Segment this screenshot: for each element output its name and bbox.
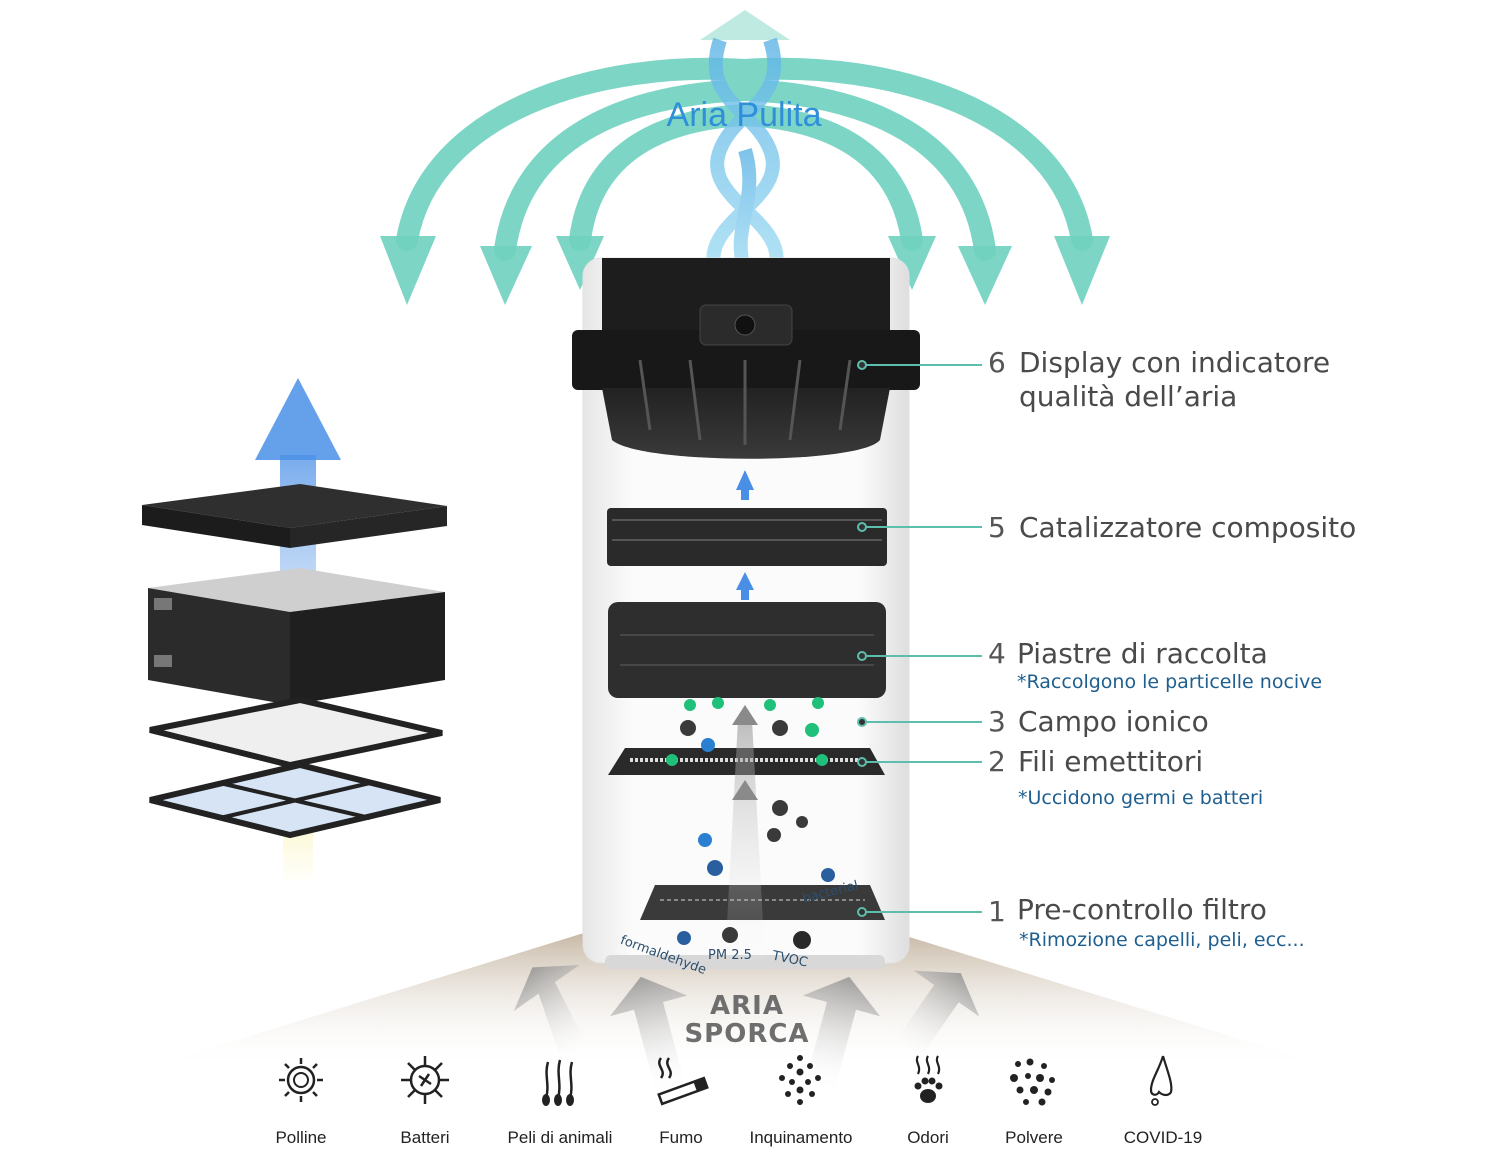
component-2-note: *Uccidono germi e batteri	[1018, 787, 1264, 809]
component-2-number: 2	[988, 745, 1006, 778]
dirty-air-line2: SPORCA	[684, 1019, 810, 1049]
component-4-note: *Raccolgono le particelle nocive	[1017, 671, 1323, 693]
pollen-icon	[279, 1058, 323, 1102]
purifier-feet	[605, 955, 885, 969]
dust-icon	[1010, 1058, 1055, 1106]
floor-shadow	[140, 928, 1340, 1070]
component-4-number: 4	[988, 637, 1006, 670]
pollutant-label-dust: Polvere	[1005, 1128, 1063, 1147]
dirty-air-label: ARIA SPORCA	[640, 992, 854, 1048]
clean-air-arrows	[396, 57, 1093, 261]
leader-lines	[857, 360, 982, 917]
component-1-number: 1	[988, 895, 1006, 928]
component-6-number: 6	[988, 346, 1006, 379]
airflow-inner-arrows	[725, 470, 765, 960]
pollutant-label-odor: Odori	[907, 1128, 949, 1147]
component-1-note: *Rimozione capelli, peli, ecc...	[1019, 929, 1305, 951]
component-5-title: Catalizzatore composito	[1019, 511, 1357, 544]
catalyst-layer	[607, 508, 887, 566]
pollutant-label-covid: COVID-19	[1123, 1128, 1203, 1147]
virus-nose-icon	[1149, 1055, 1173, 1106]
odor-icon	[914, 1055, 943, 1103]
pollutant-label-smoke: Fumo	[659, 1128, 703, 1147]
pre-filter	[640, 885, 885, 920]
dirty-air-line1: ARIA	[710, 991, 784, 1021]
component-2-title: Fili emettitori	[1018, 745, 1204, 778]
pollutant-label-bacteria: Batteri	[400, 1128, 450, 1147]
clean-air-title: Aria Pulita	[666, 96, 822, 134]
clean-air-arrowheads	[380, 10, 1110, 305]
pollutant-label-animal-hair: Peli di animali	[507, 1128, 613, 1147]
component-3-title: Campo ionico	[1018, 705, 1209, 738]
pm25-label: PM 2.5	[708, 948, 752, 963]
component-4-title: Piastre di raccolta	[1017, 637, 1268, 670]
component-5-number: 5	[988, 511, 1006, 544]
particles	[666, 697, 835, 949]
pollution-icon	[779, 1055, 821, 1105]
collection-plates	[608, 602, 886, 698]
pollutant-label-pollution: Inquinamento	[749, 1128, 853, 1147]
exploded-filter-stack	[142, 378, 447, 880]
bacteria-icon	[401, 1056, 449, 1104]
clean-air-swirl	[706, 37, 784, 273]
component-6-title-line2: qualità dell’aria	[1019, 380, 1238, 413]
pollutant-label-pollen: Polline	[275, 1128, 327, 1147]
component-1-title: Pre-controllo filtro	[1017, 893, 1267, 926]
animal-hair-icon	[542, 1059, 574, 1106]
smoke-icon	[657, 1057, 709, 1106]
component-6-title-line1: Display con indicatore	[1019, 346, 1331, 379]
component-3-number: 3	[988, 705, 1006, 738]
